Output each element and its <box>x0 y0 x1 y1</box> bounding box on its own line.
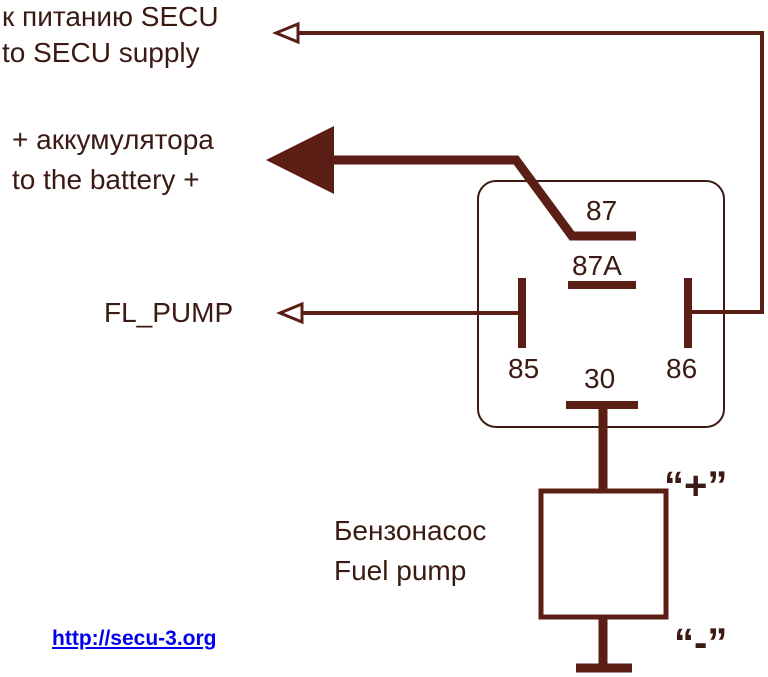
pin-87-label: 87 <box>586 195 617 226</box>
secu-supply-wire <box>298 31 764 314</box>
secu-supply-label-en: to SECU supply <box>2 37 200 68</box>
secu-supply-arrow-icon <box>272 21 300 45</box>
plus-terminal-label: “+” <box>664 464 727 508</box>
pump-label-ru: Бензонасос <box>334 515 486 546</box>
battery-label-en: to the battery + <box>12 164 200 195</box>
pin-30-label: 30 <box>584 363 615 394</box>
pump-label-en: Fuel pump <box>334 555 466 586</box>
fuel-pump-box <box>538 488 669 620</box>
fl-pump-label: FL_PUMP <box>104 297 233 328</box>
battery-label-ru: + аккумулятора <box>12 124 214 155</box>
website-link[interactable]: http://secu-3.org <box>52 627 217 650</box>
fl-pump-arrow-icon <box>276 301 304 325</box>
battery-arrow-icon <box>266 126 334 194</box>
pin-87a-label: 87A <box>572 250 622 281</box>
pin-85-label: 85 <box>508 353 539 384</box>
secu-supply-label-ru: к питанию SECU <box>2 1 219 32</box>
battery-wire <box>330 155 636 241</box>
minus-terminal-label: “-” <box>674 621 727 665</box>
pin-86-label: 86 <box>666 353 697 384</box>
